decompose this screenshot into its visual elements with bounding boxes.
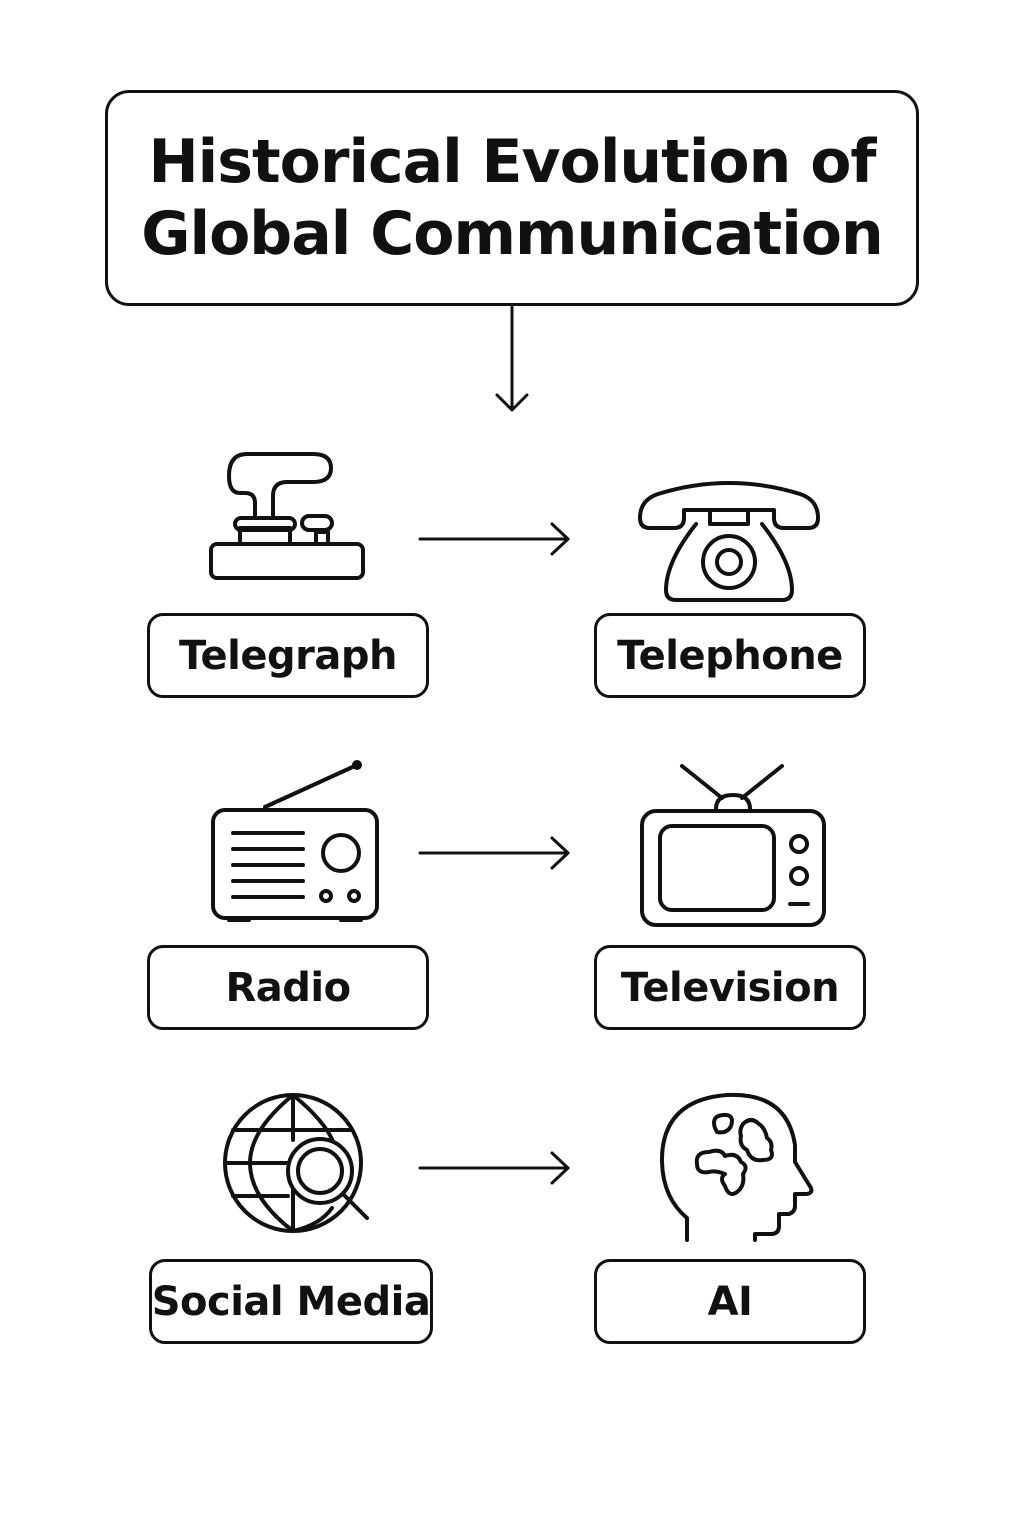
down-arrow: [495, 305, 529, 412]
right-arrow-3: [418, 1151, 570, 1185]
telegraph-key-icon: [209, 452, 365, 580]
globe-search-icon: [223, 1093, 369, 1233]
stage-label-television: Television: [594, 945, 866, 1030]
stage-label-telephone: Telephone: [594, 613, 866, 698]
head-brain-icon: [659, 1092, 814, 1242]
title-line-2: Global Communication: [141, 199, 883, 269]
television-icon: [640, 764, 826, 927]
right-arrow-2: [418, 836, 570, 870]
right-arrow-1: [418, 522, 570, 556]
radio-icon: [211, 760, 379, 922]
stage-label-social-media: Social Media: [149, 1259, 433, 1344]
stage-label-telegraph: Telegraph: [147, 613, 429, 698]
stage-label-ai: AI: [594, 1259, 866, 1344]
stage-label-radio: Radio: [147, 945, 429, 1030]
title-line-1: Historical Evolution of: [148, 127, 876, 197]
rotary-telephone-icon: [638, 481, 820, 602]
title-box: Historical Evolution of Global Communica…: [105, 90, 919, 306]
